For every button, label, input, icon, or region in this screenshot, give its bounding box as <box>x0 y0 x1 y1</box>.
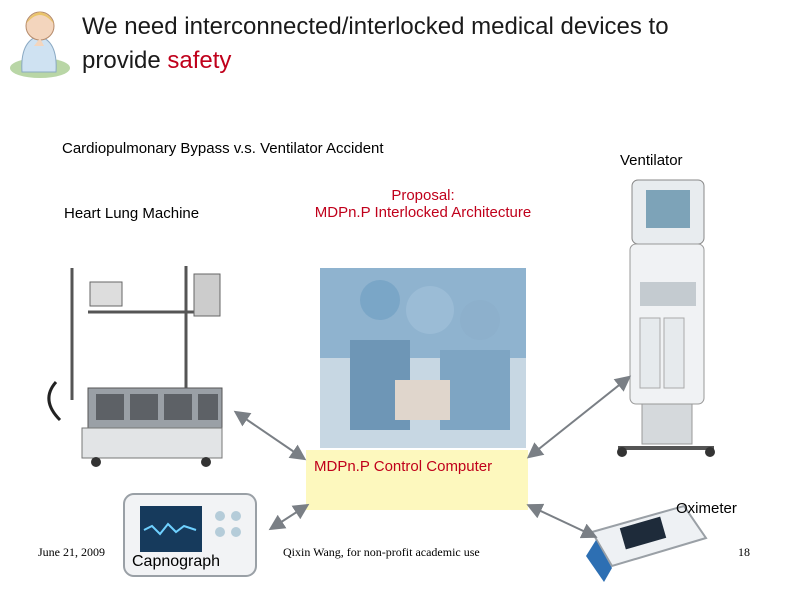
subtitle: Cardiopulmonary Bypass v.s. Ventilator A… <box>62 140 384 157</box>
title-accent: safety <box>167 47 232 74</box>
page-number: 18 <box>738 545 750 559</box>
control-computer-label: MDPn.P Control Computer <box>314 458 493 475</box>
arrow-capnograph <box>268 503 310 531</box>
title-line-2: provide safety <box>82 44 782 78</box>
arrow-heart-lung <box>233 410 307 461</box>
capnograph-label: Capnograph <box>132 553 221 570</box>
proposal-line-2: MDPn.P Interlocked Architecture <box>314 204 532 221</box>
proposal-label: Proposal: MDPn.P Interlocked Architectur… <box>292 187 554 221</box>
arrow-ventilator <box>526 375 632 459</box>
slide-title: We need interconnected/interlocked medic… <box>82 10 782 78</box>
heart-lung-label: Heart Lung Machine <box>64 205 200 222</box>
footer-date: June 21, 2009 <box>38 545 105 559</box>
footer-author: Qixin Wang, for non-profit academic use <box>283 545 480 559</box>
ventilator-label: Ventilator <box>620 152 683 169</box>
control-computer-box: MDPn.P Control Computer <box>306 450 528 510</box>
title-line-2-prefix: provide <box>82 47 168 74</box>
proposal-line-1: Proposal: <box>391 187 455 204</box>
arrow-oximeter <box>526 503 598 539</box>
oximeter-label: Oximeter <box>676 500 737 517</box>
title-line-1: We need interconnected/interlocked medic… <box>82 13 669 40</box>
